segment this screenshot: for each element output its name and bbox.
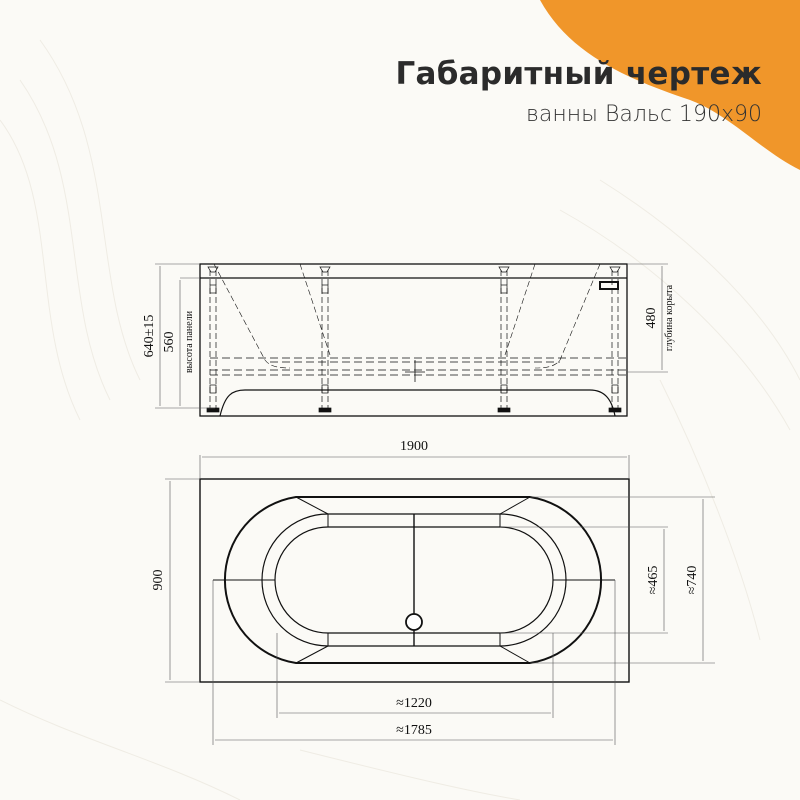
outer-rim xyxy=(223,496,603,664)
dim-inner-width: ≈465 xyxy=(646,566,661,595)
leg-4 xyxy=(608,266,622,413)
drain-icon xyxy=(405,613,423,631)
orange-corner-shape xyxy=(540,0,800,170)
leg-3 xyxy=(497,266,511,413)
leg-1 xyxy=(206,266,220,413)
side-view xyxy=(155,263,668,417)
dim-inner-length: ≈1220 xyxy=(396,696,432,711)
dim-width: 900 xyxy=(151,570,166,591)
overflow-icon xyxy=(599,281,619,290)
dim-length: 1900 xyxy=(400,439,428,454)
label-tub-depth: глубина корыта xyxy=(664,284,675,351)
dim-total-height: 640±15 xyxy=(142,315,157,358)
label-panel-height: высота панели xyxy=(184,310,195,373)
top-view xyxy=(165,455,715,745)
page-title: Габаритный чертеж xyxy=(395,56,762,92)
dim-outer-width: ≈740 xyxy=(685,566,700,595)
dim-outer-length: ≈1785 xyxy=(396,723,432,738)
dim-tub-depth: 480 xyxy=(644,308,659,329)
page-subtitle: ванны Вальс 190х90 xyxy=(526,102,762,127)
leg-2 xyxy=(318,266,332,413)
dim-panel-height: 560 xyxy=(162,332,177,353)
